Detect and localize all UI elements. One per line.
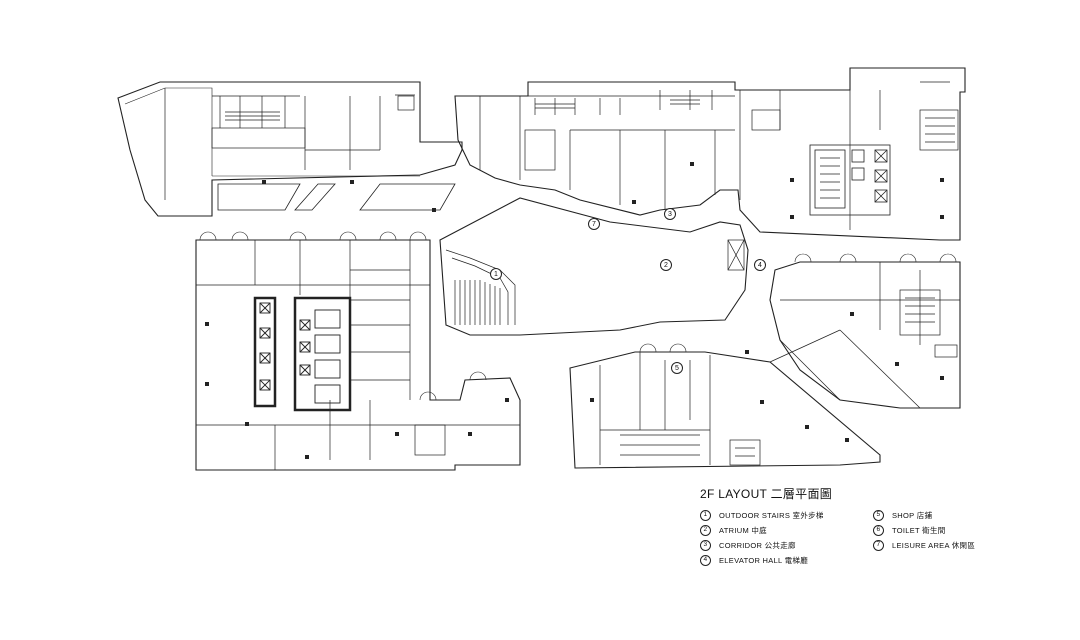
legend-number: 3 [700, 540, 711, 551]
legend-column-right: 5 SHOP 店鋪 6 TOILET 衛生間 7 LEISURE AREA 休閑… [873, 508, 975, 553]
south-wing-outline [569, 351, 881, 469]
legend-label: ATRIUM 中庭 [719, 526, 767, 535]
plan-marker-elevator-hall: 4 [754, 259, 766, 271]
plan-marker-outdoor-stairs: 1 [490, 268, 502, 280]
legend-number: 7 [873, 540, 884, 551]
legend-item: 2 ATRIUM 中庭 [700, 523, 824, 538]
legend-number: 1 [700, 510, 711, 521]
legend-item: 3 CORRIDOR 公共走廊 [700, 538, 824, 553]
legend-item: 4 ELEVATOR HALL 電梯廳 [700, 553, 824, 568]
legend-item: 7 LEISURE AREA 休閑區 [873, 538, 975, 553]
legend-number: 6 [873, 525, 884, 536]
plan-marker-leisure-area: 7 [588, 218, 600, 230]
legend-number: 4 [700, 555, 711, 566]
atrium-outline [439, 197, 749, 336]
legend-label: SHOP 店鋪 [892, 511, 933, 520]
legend-label: CORRIDOR 公共走廊 [719, 541, 796, 550]
southwest-wing-outline [195, 239, 521, 471]
legend-number: 5 [873, 510, 884, 521]
legend-column-left: 1 OUTDOOR STAIRS 室外步梯 2 ATRIUM 中庭 3 CORR… [700, 508, 824, 568]
legend-label: ELEVATOR HALL 電梯廳 [719, 556, 809, 565]
legend-item: 5 SHOP 店鋪 [873, 508, 975, 523]
plan-marker-corridor: 3 [664, 208, 676, 220]
legend-label: TOILET 衛生間 [892, 526, 946, 535]
legend-item: 6 TOILET 衛生間 [873, 523, 975, 538]
legend-item: 1 OUTDOOR STAIRS 室外步梯 [700, 508, 824, 523]
legend-label: OUTDOOR STAIRS 室外步梯 [719, 511, 824, 520]
legend-number: 2 [700, 525, 711, 536]
north-wing-outline [454, 67, 966, 241]
legend-label: LEISURE AREA 休閑區 [892, 541, 976, 550]
plan-marker-atrium: 2 [660, 259, 672, 271]
legend-title: 2F LAYOUT 二層平面圖 [700, 487, 833, 501]
west-wing-outline [117, 81, 463, 217]
plan-marker-shop: 5 [671, 362, 683, 374]
